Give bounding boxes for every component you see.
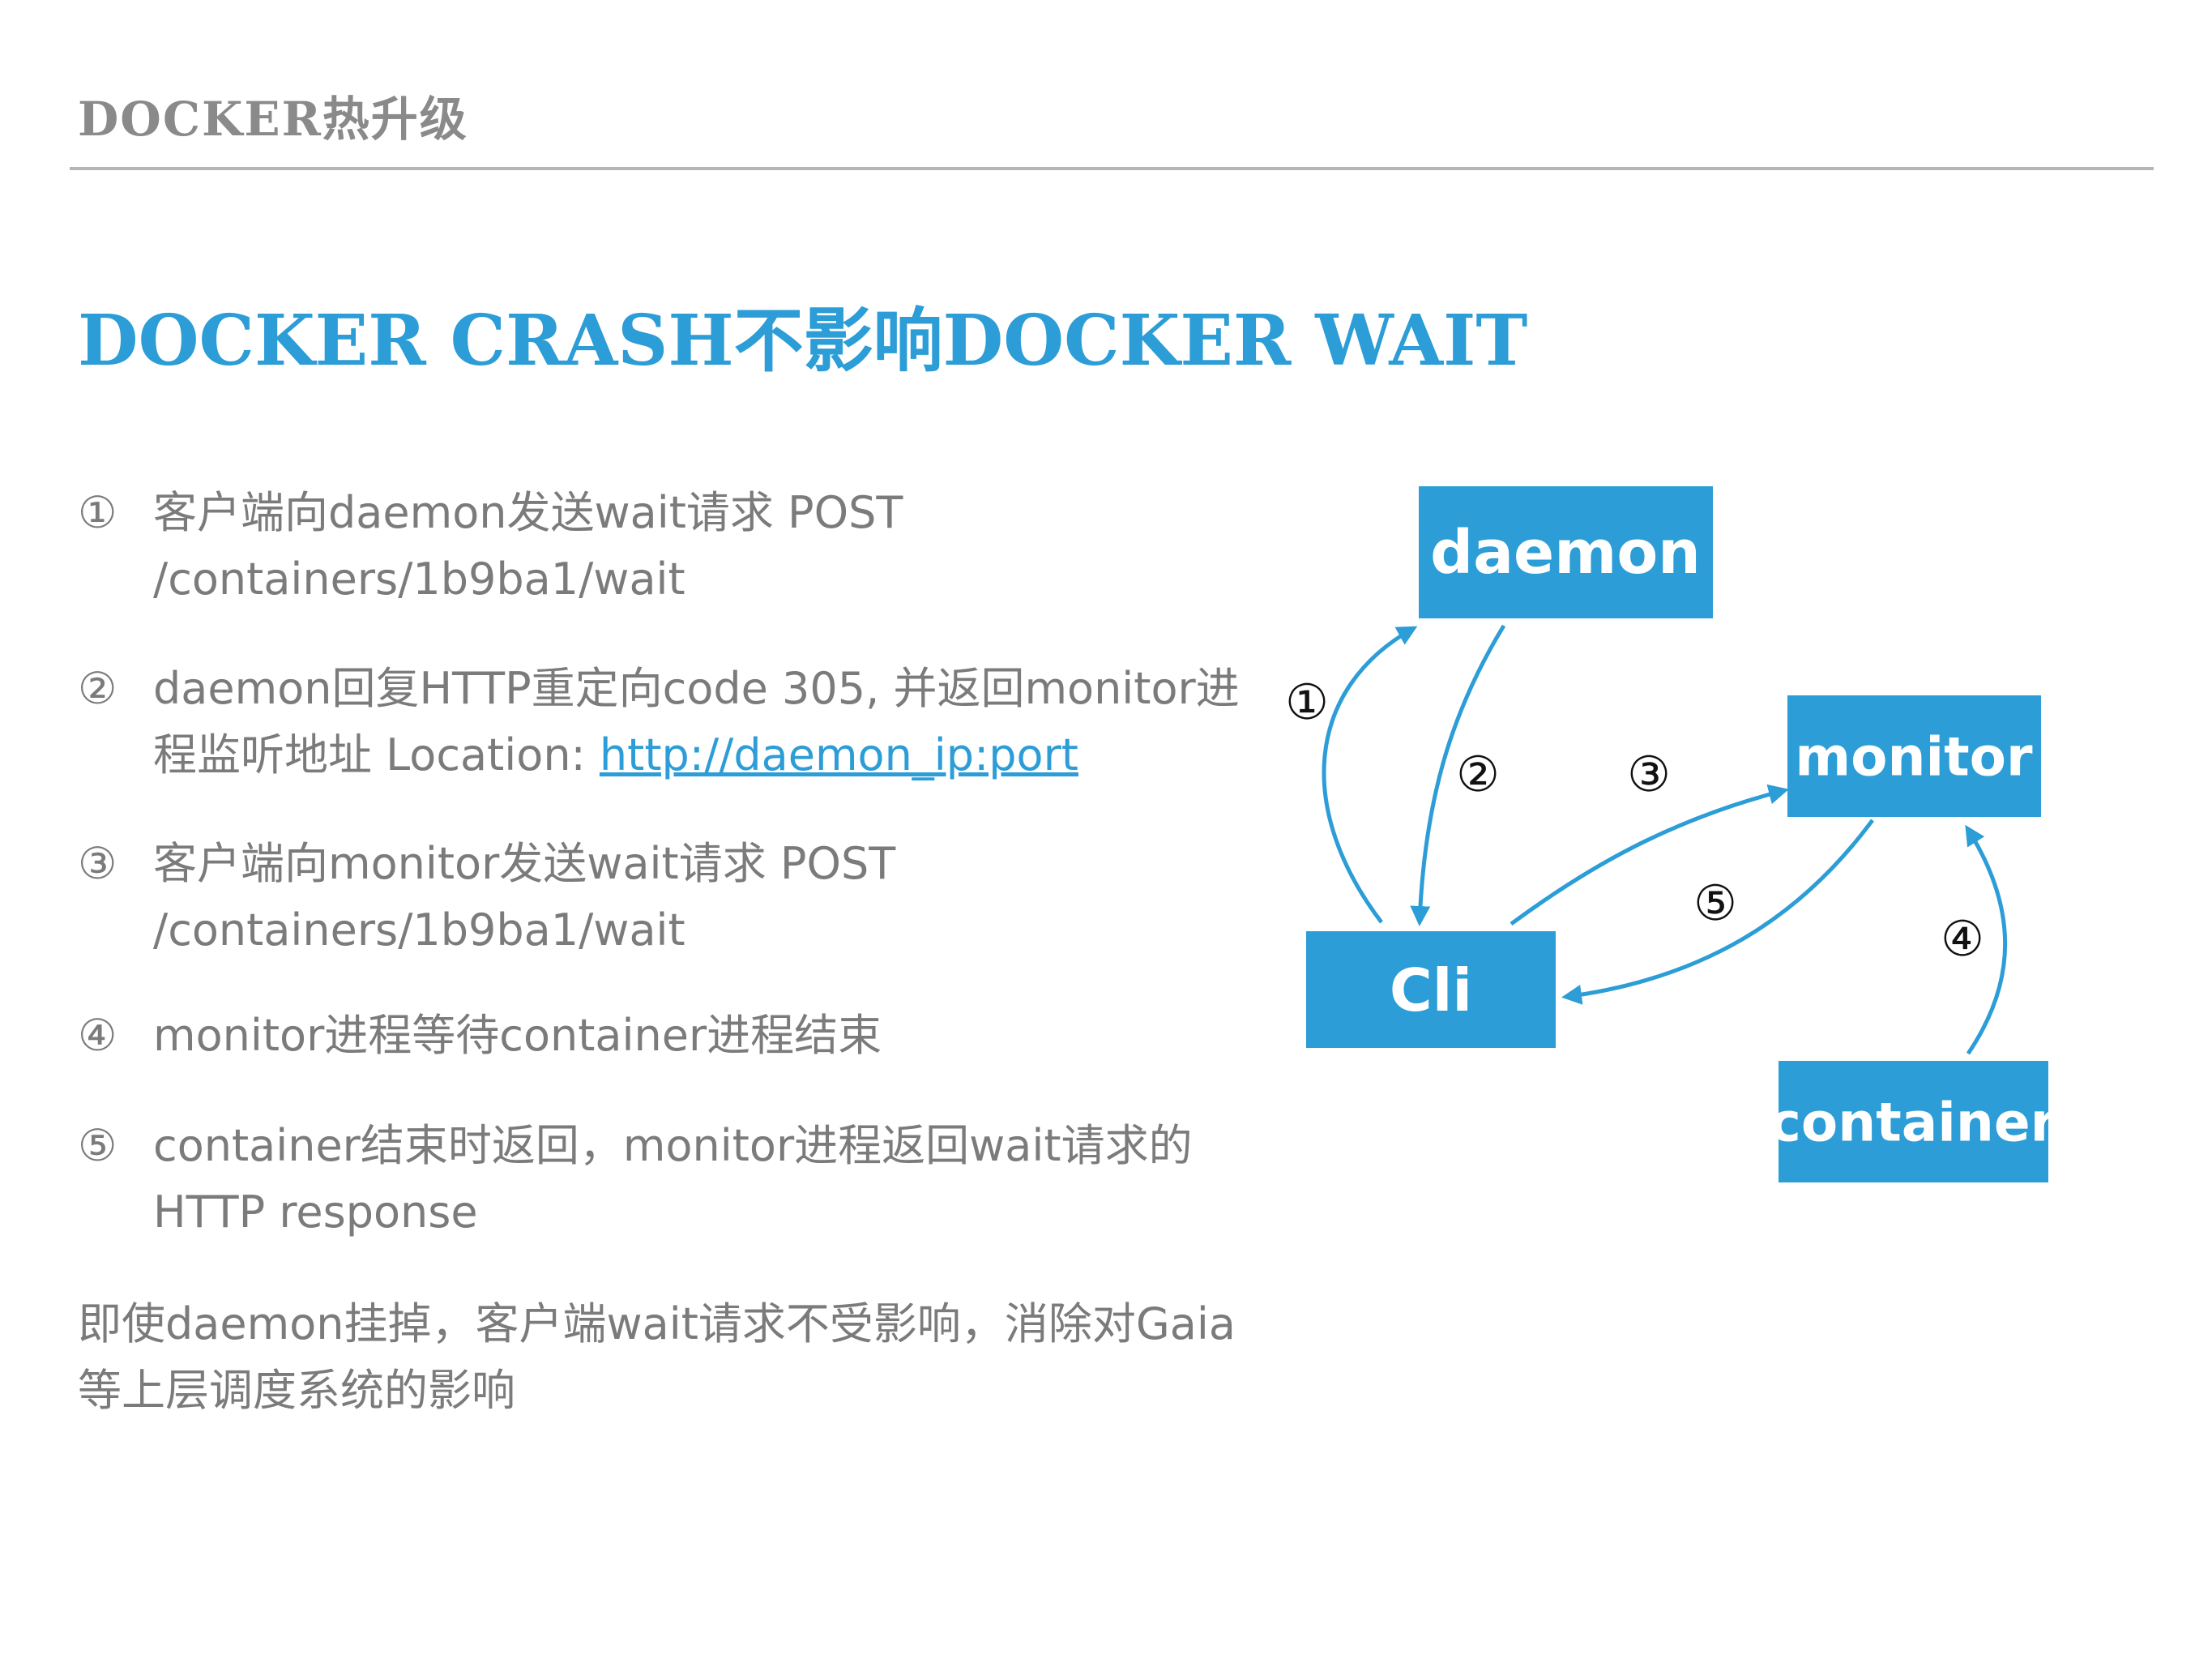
arrow-container-to-monitor bbox=[1965, 824, 2008, 1055]
edge-label-5: ⑤ bbox=[1693, 875, 1737, 932]
step-text: daemon回复HTTP重定向code 305, 并返回monitor进程监听地… bbox=[153, 663, 1240, 780]
step-text-container: daemon回复HTTP重定向code 305, 并返回monitor进程监听地… bbox=[153, 656, 1255, 831]
step-number: ③ bbox=[78, 838, 117, 889]
step-text: monitor进程等待container进程结束 bbox=[153, 1010, 882, 1061]
daemon-node-label: daemon bbox=[1430, 518, 1701, 588]
list-item: ⑤ container结束时返回，monitor进程返回wait请求的HTTP … bbox=[78, 1113, 1261, 1291]
container-node: container bbox=[1770, 1061, 2057, 1182]
step-number: ⑤ bbox=[78, 1120, 117, 1171]
step-number: ④ bbox=[78, 1010, 117, 1061]
summary-text: 即使daemon挂掉，客户端wait请求不受影响，消除对Gaia等上层调度系统的… bbox=[78, 1298, 1236, 1416]
step-text: container结束时返回，monitor进程返回wait请求的HTTP re… bbox=[153, 1120, 1193, 1238]
daemon-node: daemon bbox=[1419, 486, 1713, 618]
cli-node-label: Cli bbox=[1390, 956, 1472, 1024]
monitor-node: monitor bbox=[1787, 695, 2041, 817]
list-item: ③ 客户端向monitor发送wait请求 POST /containers/1… bbox=[78, 831, 1261, 1003]
arrow-daemon-to-cli bbox=[1410, 624, 1506, 926]
container-node-label: container bbox=[1770, 1092, 2057, 1154]
arrow-monitor-to-cli bbox=[1561, 819, 1875, 1005]
slide-header: DOCKER热升级 bbox=[78, 92, 468, 147]
step-list: ① 客户端向daemon发送wait请求 POST /containers/1b… bbox=[78, 480, 1261, 1424]
edge-label-4: ④ bbox=[1941, 911, 1984, 968]
monitor-node-label: monitor bbox=[1795, 726, 2033, 789]
location-link[interactable]: http://daemon_ip:port bbox=[599, 729, 1078, 780]
slide-title: DOCKER CRASH不影响DOCKER WAIT bbox=[78, 300, 1528, 382]
list-item: ② daemon回复HTTP重定向code 305, 并返回monitor进程监… bbox=[78, 656, 1261, 831]
step-number: ② bbox=[78, 663, 117, 714]
cli-node: Cli bbox=[1306, 931, 1556, 1048]
step-text: 客户端向monitor发送wait请求 POST /containers/1b9… bbox=[153, 838, 896, 956]
step-text: 客户端向daemon发送wait请求 POST /containers/1b9b… bbox=[153, 487, 903, 605]
list-item: ④ monitor进程等待container进程结束 bbox=[78, 1003, 1261, 1113]
arrow-cli-to-daemon bbox=[1322, 626, 1418, 924]
edge-label-2: ② bbox=[1456, 746, 1500, 803]
edge-label-1: ① bbox=[1285, 674, 1329, 731]
list-item: ① 客户端向daemon发送wait请求 POST /containers/1b… bbox=[78, 480, 1261, 656]
edge-label-3: ③ bbox=[1627, 746, 1671, 803]
header-divider bbox=[70, 167, 2154, 170]
step-number: ① bbox=[78, 487, 117, 538]
arrow-cli-to-monitor bbox=[1510, 784, 1789, 926]
